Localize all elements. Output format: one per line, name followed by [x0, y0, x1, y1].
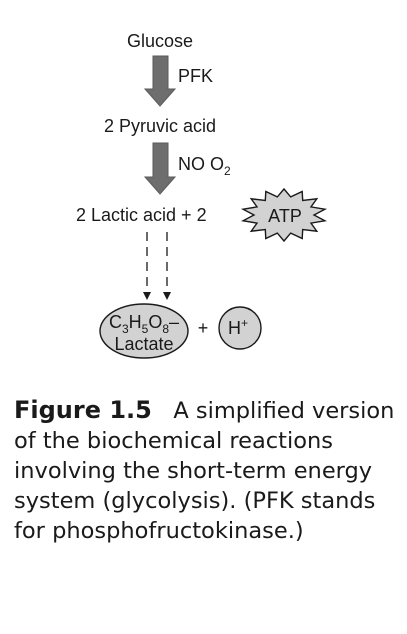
- caption-text: A simplified version of the biochemical …: [14, 398, 395, 544]
- no-oxygen-subscript: 2: [224, 164, 231, 178]
- figure-caption: Figure 1.5 A simplified version of the b…: [14, 395, 399, 546]
- hydrogen-ion-circle-shape: [218, 306, 262, 350]
- dashed-arrows: [146, 232, 168, 294]
- lactic-acid-label: 2 Lactic acid + 2: [76, 205, 207, 225]
- pyruvic-acid-label: 2 Pyruvic acid: [104, 116, 216, 136]
- dashed-arrowhead-left: [143, 292, 151, 300]
- lactate-ellipse-shape: [99, 303, 189, 359]
- pfk-arrow: [143, 55, 177, 107]
- no-oxygen-label: NO O2: [178, 154, 231, 178]
- lactate-ellipse: C3H5O8– Lactate: [99, 303, 189, 359]
- no-oxygen-arrow: [143, 142, 177, 195]
- pfk-label: PFK: [178, 66, 213, 86]
- lactate-formula-part: C: [109, 312, 122, 332]
- hydrogen-ion-label: H+: [228, 316, 248, 338]
- hydrogen-symbol: H: [228, 318, 241, 338]
- hydrogen-charge: +: [241, 316, 248, 330]
- no-oxygen-main: NO O: [178, 154, 224, 174]
- atp-badge: ATP: [240, 187, 328, 243]
- atp-label: ATP: [268, 206, 302, 226]
- no-oxygen-arrow-shape: [143, 142, 177, 195]
- lactate-formula-part: 3: [122, 322, 129, 336]
- plus-sign: +: [198, 318, 209, 338]
- dashed-arrowhead-right: [163, 292, 171, 300]
- lactate-formula: C3H5O8–: [109, 312, 179, 336]
- dashed-arrowheads: [143, 292, 171, 300]
- lactate-formula-part: 5: [142, 322, 149, 336]
- figure-number: Figure 1.5: [14, 396, 152, 424]
- lactate-formula-part: H: [129, 312, 142, 332]
- pfk-arrow-shape: [143, 55, 177, 107]
- hydrogen-ion-circle: H+: [218, 306, 262, 350]
- lactate-formula-part: 8: [162, 322, 169, 336]
- glycolysis-diagram: Glucose PFK 2 Pyruvic acid NO O2 2 Lacti…: [76, 31, 328, 359]
- atp-starburst-shape: [240, 187, 328, 243]
- glucose-label: Glucose: [127, 31, 193, 51]
- caption-spacer: [152, 398, 173, 424]
- lactate-formula-part: O: [148, 312, 162, 332]
- lactate-name: Lactate: [114, 334, 173, 354]
- lactate-formula-part: –: [169, 312, 179, 332]
